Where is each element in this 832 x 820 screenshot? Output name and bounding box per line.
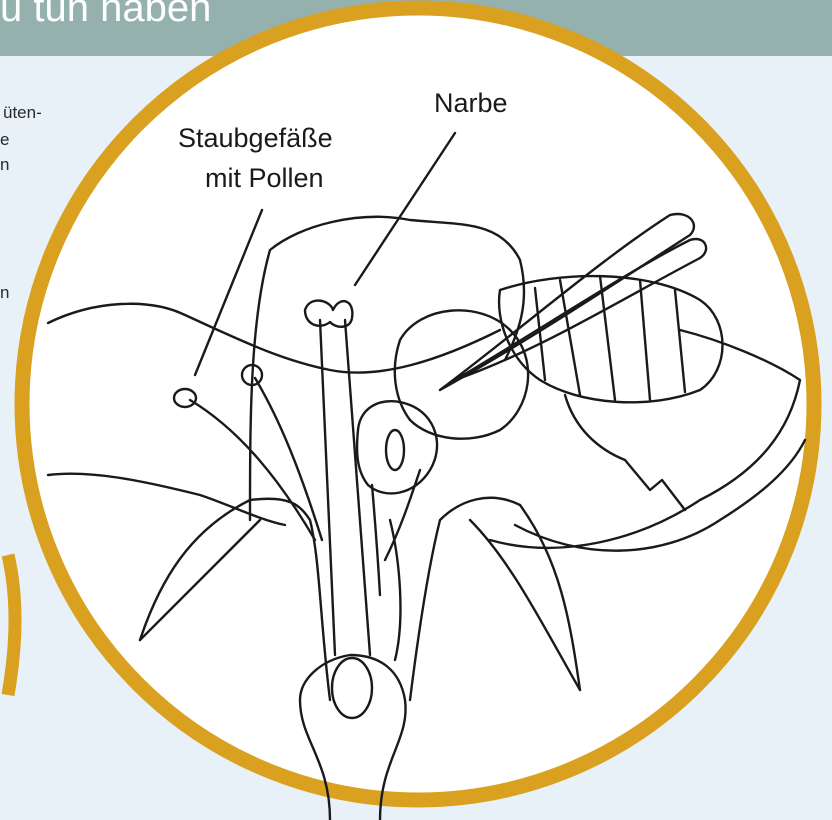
main-circle — [22, 8, 814, 800]
stamens-label-line-1: Staubgefäße — [178, 123, 333, 153]
stigma-label: Narbe — [434, 88, 508, 118]
neighbor-ring-arc — [8, 555, 15, 695]
stamens-label-line-2: mit Pollen — [205, 163, 324, 193]
